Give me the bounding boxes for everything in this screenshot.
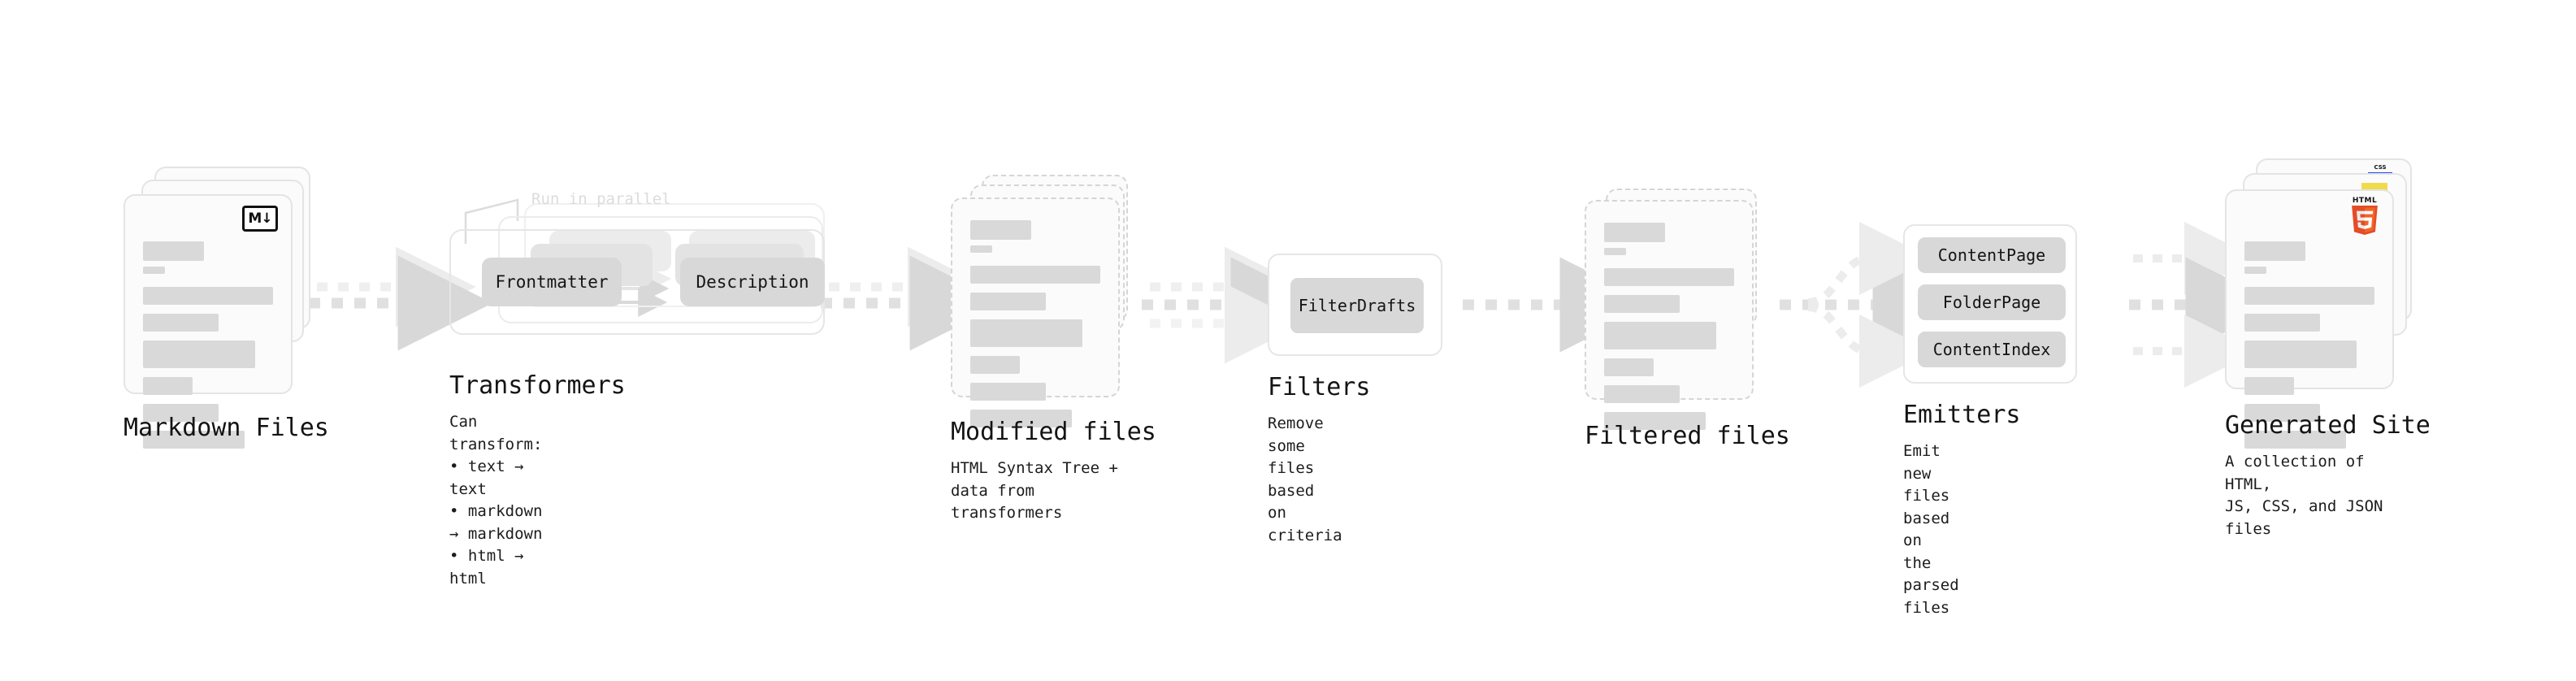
placeholder-bar: [970, 220, 1032, 240]
site-card-front: HTML: [2225, 189, 2394, 449]
markdown-files-title: Markdown Files: [124, 414, 329, 442]
filtered-files-title: Filtered files: [1585, 422, 1790, 450]
arrow-modified-to-filters: [1142, 246, 1326, 364]
markdown-placeholder-lines: [143, 241, 273, 458]
placeholder-bar: [970, 383, 1046, 401]
html5-badge: HTML: [2348, 197, 2381, 235]
placeholder-bar: [143, 377, 193, 395]
transformer-step-description[interactable]: Description: [680, 258, 825, 306]
emitter-item-folderpage[interactable]: FolderPage: [1918, 284, 2066, 320]
emitters-title: Emitters: [1903, 401, 2021, 429]
placeholder-bar: [970, 266, 1100, 284]
stage-markdown-files: M↓ Markdown Files: [124, 167, 329, 449]
placeholder-bar: [1604, 248, 1627, 255]
placeholder-bar: [970, 293, 1046, 310]
css-badge-label: CSS: [2374, 164, 2387, 171]
modified-placeholder-lines: [970, 220, 1100, 436]
arrow-markdown-to-transformers: [309, 246, 493, 351]
placeholder-bar: [2244, 340, 2357, 368]
emitter-item-label: FolderPage: [1942, 293, 2041, 312]
generated-site-description: A collection of HTML, JS, CSS, and JSON …: [2225, 453, 2383, 538]
placeholder-bar: [143, 287, 273, 305]
placeholder-bar: [970, 356, 1020, 374]
stage-generated-site: CSS HTML: [2225, 158, 2431, 538]
placeholder-bar: [970, 319, 1082, 347]
emitter-item-contentindex[interactable]: ContentIndex: [1918, 332, 2066, 367]
emitter-item-label: ContentIndex: [1932, 340, 2051, 359]
transformer-step-frontmatter[interactable]: Frontmatter: [482, 258, 622, 306]
modified-files-description: HTML Syntax Tree + data from transformer…: [951, 459, 1118, 523]
html5-badge-label: HTML: [2352, 197, 2378, 205]
placeholder-bar: [1604, 295, 1680, 313]
placeholder-bar: [143, 267, 166, 274]
transformer-step-label: Description: [696, 272, 809, 292]
modified-files-title: Modified files: [951, 418, 1156, 446]
placeholder-bar: [143, 241, 205, 261]
run-in-parallel-label: Run in parallel: [531, 190, 671, 208]
emitter-item-label: ContentPage: [1937, 245, 2046, 265]
generated-site-title: Generated Site: [2225, 411, 2431, 440]
placeholder-bar: [2244, 377, 2294, 395]
placeholder-bar: [2244, 431, 2346, 449]
stage-modified-files: Modified files HTML Syntax Tree + data f…: [951, 175, 1156, 522]
markdown-badge: M↓: [242, 206, 278, 232]
filter-item-filterdrafts[interactable]: FilterDrafts: [1290, 278, 1424, 333]
placeholder-bar: [143, 340, 255, 368]
stage-filtered-files: Filtered files: [1585, 189, 1790, 449]
arrow-transformers-to-modified: [821, 246, 1005, 351]
filter-item-label: FilterDrafts: [1298, 296, 1416, 315]
arrow-emitters-to-site: [2129, 222, 2281, 388]
filtered-placeholder-lines: [1604, 223, 1734, 439]
markdown-card-front: M↓: [124, 194, 293, 449]
filters-panel: FilterDrafts: [1268, 254, 1442, 356]
placeholder-bar: [1604, 322, 1716, 349]
placeholder-bar: [2244, 241, 2306, 261]
emitters-description: Emit new files based on the parsed files: [1903, 442, 1959, 617]
placeholder-bar: [143, 404, 219, 422]
placeholder-bar: [2244, 287, 2374, 305]
filters-description: Remove some files based on criteria: [1268, 414, 1342, 544]
placeholder-bar: [143, 431, 245, 449]
html5-shield-icon: [2352, 206, 2378, 235]
arrow-filtered-to-emitters: [1780, 222, 1968, 388]
placeholder-bar: [143, 314, 219, 332]
site-placeholder-lines: [2244, 241, 2374, 458]
placeholder-bar: [1604, 358, 1654, 376]
transformer-step-label: Frontmatter: [495, 272, 609, 292]
emitters-panel: ContentPage FolderPage ContentIndex: [1903, 224, 2077, 384]
filters-title: Filters: [1268, 373, 1371, 401]
placeholder-bar: [1604, 385, 1680, 403]
filtered-card-front: [1585, 200, 1754, 430]
placeholder-bar: [1604, 223, 1666, 242]
placeholder-bar: [1604, 412, 1706, 430]
placeholder-bar: [2244, 404, 2320, 422]
transformers-description: Can transform: • text → text • markdown …: [449, 413, 543, 588]
placeholder-bar: [1604, 268, 1734, 286]
transformers-title: Transformers: [449, 371, 626, 400]
emitter-item-contentpage[interactable]: ContentPage: [1918, 237, 2066, 273]
modified-card-front: [951, 197, 1120, 427]
placeholder-bar: [2244, 267, 2267, 274]
placeholder-bar: [970, 410, 1072, 427]
placeholder-bar: [970, 245, 993, 253]
placeholder-bar: [2244, 314, 2320, 332]
